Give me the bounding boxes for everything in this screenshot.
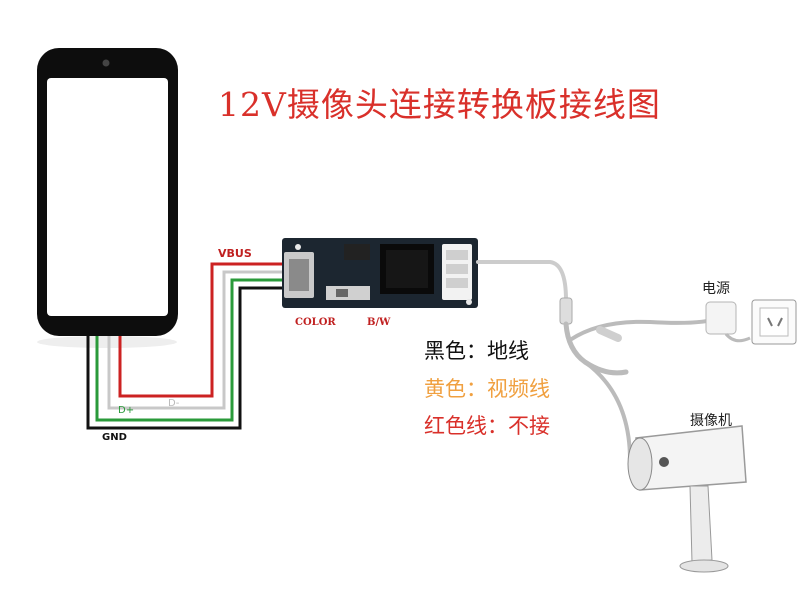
- legend-yellow-video: 黄色：视频线: [424, 377, 550, 401]
- label-camera: 摄像机: [690, 413, 732, 429]
- wire-d-minus: [107, 270, 284, 410]
- label-color: COLOR: [295, 317, 336, 328]
- usb-wires: [86, 262, 284, 430]
- wire-d-plus: [95, 278, 284, 422]
- label-vbus: VBUS: [218, 247, 252, 260]
- label-power: 电源: [702, 281, 730, 297]
- label-gnd: GND: [102, 432, 127, 443]
- label-bw: B/W: [367, 317, 391, 328]
- diagram-title: 12V摄像头连接转换板接线图: [218, 85, 661, 124]
- camera-lens-icon: [102, 59, 110, 67]
- converter-board: [282, 238, 478, 308]
- phone: [37, 48, 178, 348]
- camera: [627, 425, 747, 573]
- label-d-plus: D+: [118, 405, 135, 416]
- legend-red-not-connected: 红色线：不接: [424, 414, 550, 438]
- wire-gnd: [86, 286, 284, 430]
- wire-vbus: [118, 262, 284, 398]
- legend-black-ground: 黑色：地线: [424, 339, 529, 363]
- video-cable: [476, 260, 722, 462]
- label-d-minus: D-: [168, 398, 180, 409]
- power-adapter: [705, 299, 797, 345]
